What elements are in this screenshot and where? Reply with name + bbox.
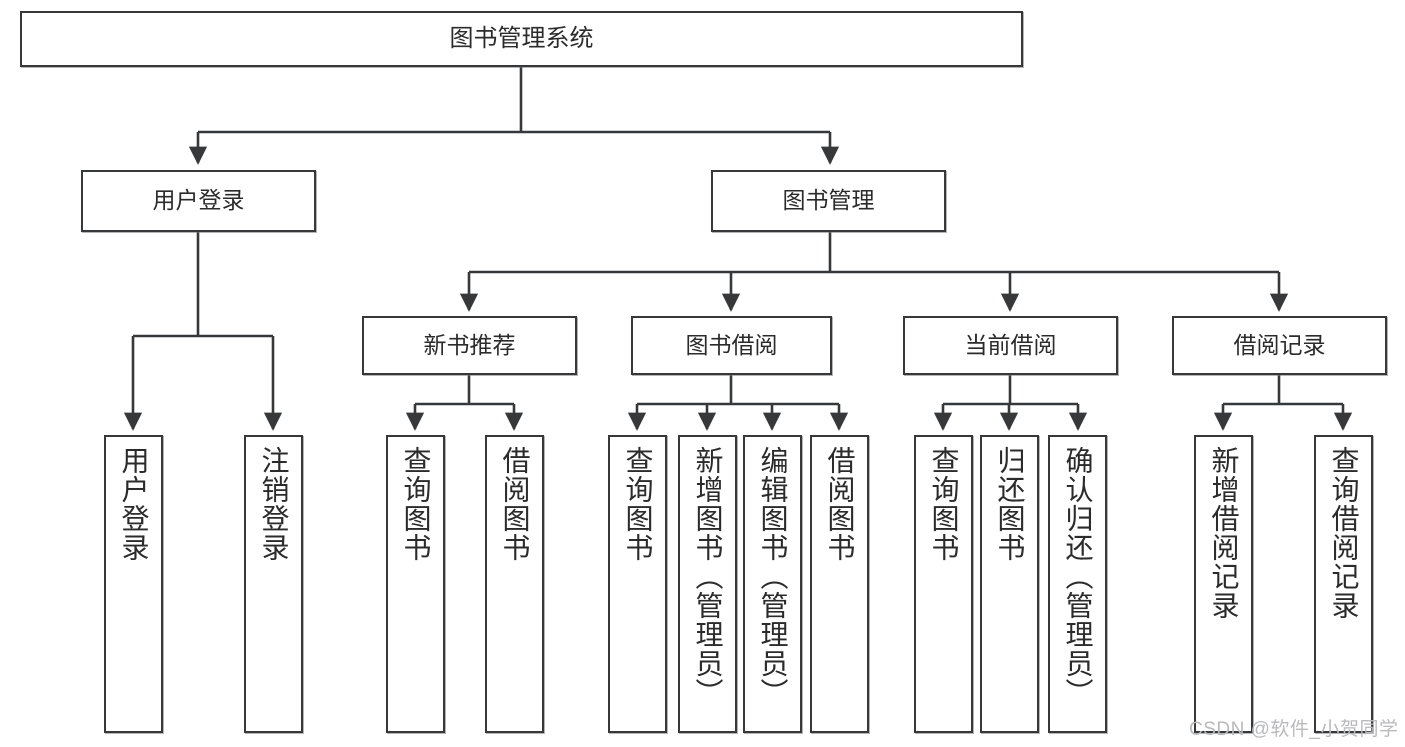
node-label: 借阅记录: [1233, 331, 1326, 358]
leaf-borrow-book[interactable]: 借阅图书: [810, 435, 869, 733]
leaf-query-book-recommend[interactable]: 查询图书: [386, 435, 445, 733]
node-borrow-record[interactable]: 借阅记录: [1172, 316, 1387, 375]
node-label: 新增图书（管理员）: [692, 446, 724, 707]
node-label: 用户登录: [152, 187, 245, 214]
leaf-add-book-admin[interactable]: 新增图书（管理员）: [678, 435, 737, 733]
leaf-query-book-borrow[interactable]: 查询图书: [608, 435, 667, 733]
leaf-logout[interactable]: 注销登录: [244, 435, 303, 733]
node-root-system[interactable]: 图书管理系统: [20, 11, 1023, 67]
node-label: 注销登录: [258, 446, 290, 562]
leaf-borrow-book-recommend[interactable]: 借阅图书: [485, 435, 544, 733]
node-label: 图书管理系统: [449, 24, 594, 52]
leaf-return-book[interactable]: 归还图书: [980, 435, 1039, 733]
node-label: 借阅图书: [824, 446, 856, 562]
leaf-confirm-return-admin[interactable]: 确认归还（管理员）: [1048, 435, 1107, 733]
node-label: 新增借阅记录: [1208, 446, 1240, 620]
leaf-query-book-current[interactable]: 查询图书: [914, 435, 973, 733]
node-book-borrow[interactable]: 图书借阅: [631, 316, 832, 375]
node-label: 新书推荐: [423, 331, 516, 358]
node-label: 归还图书: [994, 446, 1026, 562]
node-label: 确认归还（管理员）: [1062, 446, 1094, 707]
node-current-borrow[interactable]: 当前借阅: [903, 316, 1118, 375]
node-user-login[interactable]: 用户登录: [81, 170, 316, 232]
node-label: 查询借阅记录: [1328, 446, 1360, 620]
node-label: 编辑图书（管理员）: [757, 446, 789, 707]
watermark: CSDN @软件_小贺同学: [1189, 719, 1399, 740]
node-label: 查询图书: [928, 446, 960, 562]
node-label: 图书借阅: [685, 331, 778, 358]
node-label: 当前借阅: [964, 331, 1057, 358]
leaf-query-borrow-record[interactable]: 查询借阅记录: [1314, 435, 1373, 733]
node-label: 查询图书: [622, 446, 654, 562]
node-label: 查询图书: [400, 446, 432, 562]
leaf-add-borrow-record[interactable]: 新增借阅记录: [1194, 435, 1253, 733]
leaf-user-login[interactable]: 用户登录: [104, 435, 163, 733]
node-label: 用户登录: [118, 446, 150, 562]
node-new-book-recommend[interactable]: 新书推荐: [362, 316, 577, 375]
node-label: 借阅图书: [499, 446, 531, 562]
node-book-management[interactable]: 图书管理: [711, 170, 946, 232]
leaf-edit-book-admin[interactable]: 编辑图书（管理员）: [743, 435, 802, 733]
node-label: 图书管理: [782, 187, 875, 214]
